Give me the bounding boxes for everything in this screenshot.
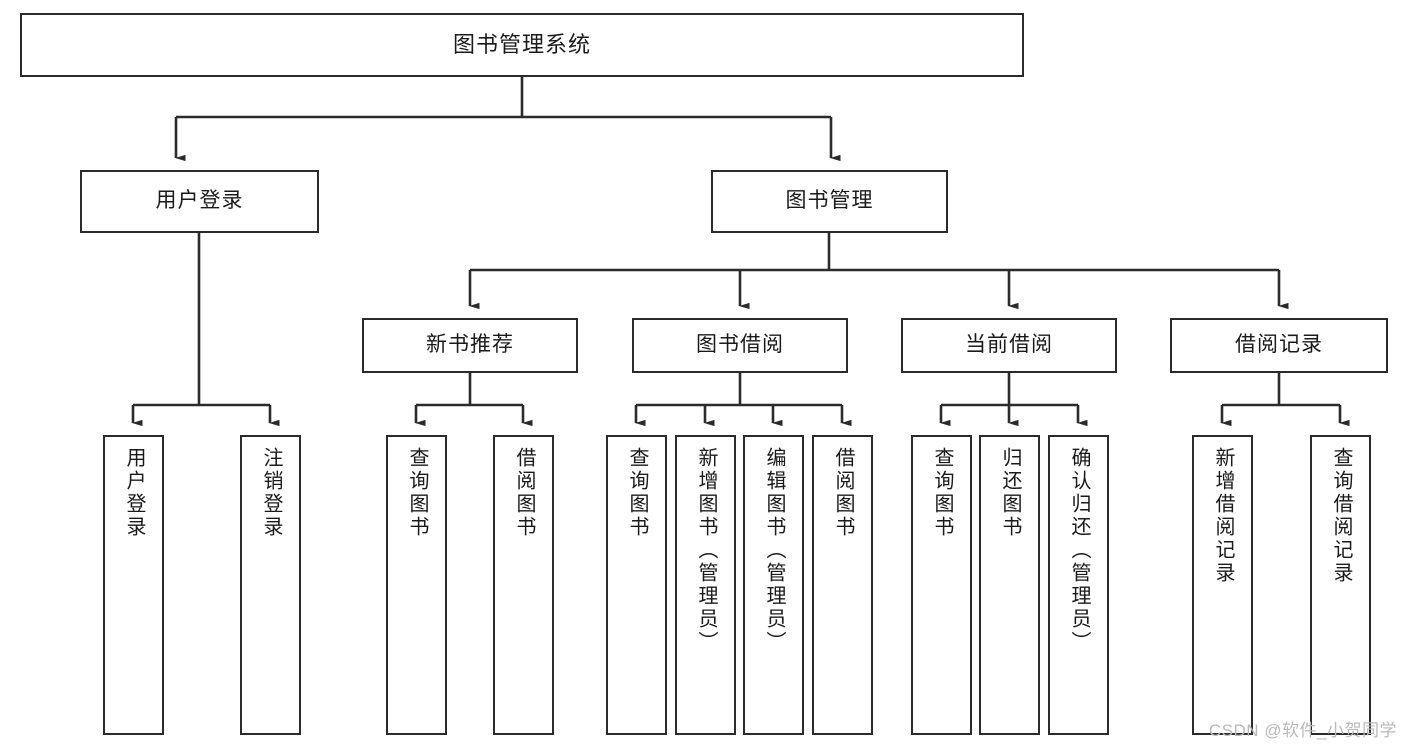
node-leaf-user-login-label: 用户登录 (123, 447, 145, 539)
node-book-borrow-label: 图书借阅 (696, 333, 784, 357)
node-leaf-logout-label: 注销登录 (260, 447, 282, 539)
node-borrow-record[interactable]: 借阅记录 (1170, 318, 1388, 373)
node-leaf-borrow-book-recommend[interactable]: 借阅图书 (493, 435, 554, 735)
node-user-login[interactable]: 用户登录 (80, 170, 319, 233)
node-leaf-confirm-return-admin[interactable]: 确认归还（管理员） (1048, 435, 1109, 735)
node-root-system-label: 图书管理系统 (452, 32, 591, 58)
node-leaf-query-book-borrow-label: 查询图书 (626, 447, 648, 539)
node-leaf-return-book-label: 归还图书 (999, 447, 1021, 539)
node-book-borrow[interactable]: 图书借阅 (632, 318, 848, 373)
node-current-borrow-label: 当前借阅 (965, 333, 1053, 357)
node-leaf-add-book-admin-label: 新增图书（管理员） (695, 447, 717, 654)
node-leaf-user-login[interactable]: 用户登录 (103, 435, 164, 735)
node-leaf-add-borrow-record[interactable]: 新增借阅记录 (1192, 435, 1253, 735)
node-leaf-confirm-return-admin-label: 确认归还（管理员） (1068, 447, 1090, 654)
node-leaf-query-book-borrow[interactable]: 查询图书 (606, 435, 667, 735)
node-leaf-borrow-book[interactable]: 借阅图书 (812, 435, 873, 735)
node-leaf-borrow-book-recommend-label: 借阅图书 (513, 447, 535, 539)
node-leaf-query-book-current[interactable]: 查询图书 (911, 435, 972, 735)
node-leaf-query-borrow-record[interactable]: 查询借阅记录 (1310, 435, 1371, 735)
node-leaf-query-book-current-label: 查询图书 (931, 447, 953, 539)
node-book-management[interactable]: 图书管理 (711, 170, 948, 233)
node-leaf-query-book-recommend-label: 查询图书 (406, 447, 428, 539)
node-leaf-edit-book-admin-label: 编辑图书（管理员） (763, 447, 785, 654)
node-leaf-query-book-recommend[interactable]: 查询图书 (386, 435, 447, 735)
node-leaf-add-borrow-record-label: 新增借阅记录 (1212, 447, 1234, 585)
node-root-system[interactable]: 图书管理系统 (20, 13, 1024, 77)
node-user-login-label: 用户登录 (155, 189, 244, 213)
node-current-borrow[interactable]: 当前借阅 (901, 318, 1117, 373)
node-leaf-return-book[interactable]: 归还图书 (979, 435, 1040, 735)
node-leaf-add-book-admin[interactable]: 新增图书（管理员） (675, 435, 736, 735)
node-book-management-label: 图书管理 (785, 189, 874, 213)
node-leaf-query-borrow-record-label: 查询借阅记录 (1330, 447, 1352, 585)
node-leaf-borrow-book-label: 借阅图书 (832, 447, 854, 539)
node-new-book-recommend-label: 新书推荐 (426, 333, 514, 357)
csdn-watermark: CSDN @软件_小贺同学 (1208, 721, 1397, 740)
node-leaf-edit-book-admin[interactable]: 编辑图书（管理员） (743, 435, 804, 735)
node-borrow-record-label: 借阅记录 (1235, 333, 1323, 357)
node-new-book-recommend[interactable]: 新书推荐 (362, 318, 578, 373)
node-leaf-logout[interactable]: 注销登录 (240, 435, 301, 735)
